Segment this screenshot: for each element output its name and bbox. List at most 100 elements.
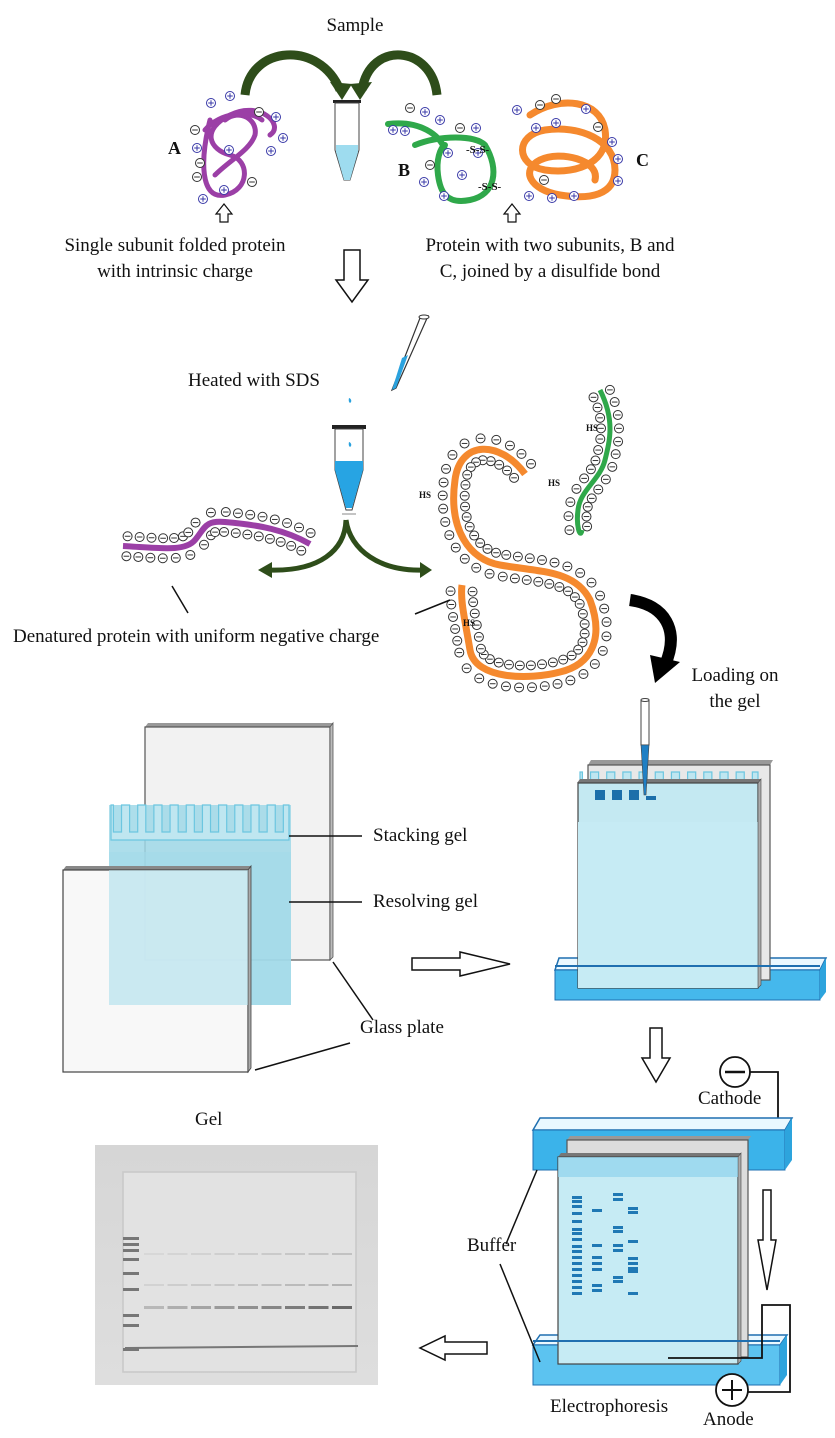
gel-photo bbox=[95, 1145, 378, 1385]
gel-band bbox=[592, 1244, 602, 1247]
negative-charge-icon bbox=[585, 464, 596, 475]
negative-charge-icon bbox=[590, 455, 601, 466]
protein-band bbox=[238, 1253, 258, 1255]
negative-charge-icon bbox=[539, 175, 549, 185]
protein-band bbox=[308, 1306, 329, 1309]
ladder-band bbox=[123, 1237, 139, 1240]
protein-c-label: C bbox=[636, 150, 649, 170]
up-arrow-bc-icon bbox=[502, 203, 522, 223]
negative-charge-icon bbox=[230, 528, 241, 539]
positive-charge-icon bbox=[400, 126, 410, 136]
negative-charge-icon bbox=[494, 459, 505, 470]
denatured-protein-a bbox=[122, 518, 312, 552]
negative-charge-icon bbox=[190, 517, 201, 528]
protein-band bbox=[214, 1306, 235, 1309]
negative-charge-icon bbox=[461, 511, 472, 522]
negative-charge-icon bbox=[581, 511, 592, 522]
negative-charge-icon bbox=[597, 645, 608, 656]
positive-charge-icon bbox=[581, 104, 591, 114]
gel-band bbox=[628, 1207, 638, 1210]
negative-charge-icon bbox=[601, 631, 612, 642]
gel-band bbox=[572, 1232, 582, 1235]
positive-charge-icon bbox=[439, 191, 449, 201]
negative-charge-icon bbox=[459, 553, 470, 564]
positive-charge-icon bbox=[547, 193, 557, 203]
single-subunit-caption-line1: Single subunit folded protein bbox=[64, 235, 286, 256]
negative-charge-icon bbox=[459, 490, 470, 501]
protein-band bbox=[144, 1284, 164, 1286]
negative-charge-icon bbox=[469, 530, 480, 541]
pointer-line-glass-back bbox=[332, 961, 374, 1021]
negative-charge-icon bbox=[579, 473, 590, 484]
protein-c-subunit bbox=[519, 99, 619, 201]
gel-band bbox=[613, 1198, 623, 1201]
gel-band bbox=[613, 1193, 623, 1196]
positive-charge-icon bbox=[278, 133, 288, 143]
gel-band bbox=[628, 1211, 638, 1214]
negative-charge-icon bbox=[563, 586, 574, 597]
electrophoresis-label: Electrophoresis bbox=[550, 1396, 669, 1417]
positive-charge-icon bbox=[473, 148, 483, 158]
gel-band bbox=[572, 1205, 582, 1208]
protein-band bbox=[238, 1284, 258, 1286]
negative-charge-icon bbox=[525, 660, 536, 671]
pointer-line-glass-front bbox=[254, 1042, 351, 1071]
down-arrow-2-icon bbox=[640, 1027, 672, 1084]
gel-band bbox=[628, 1267, 638, 1270]
negative-charge-icon bbox=[157, 553, 168, 564]
loading-pipette-icon bbox=[640, 698, 650, 796]
dye-front-line bbox=[124, 1345, 359, 1349]
negative-charge-icon bbox=[468, 597, 479, 608]
negative-charge-icon bbox=[450, 623, 461, 634]
negative-charge-icon bbox=[210, 527, 221, 538]
gel-band bbox=[628, 1257, 638, 1260]
glass-plate-front bbox=[62, 864, 252, 1074]
hs-label-3: HS bbox=[548, 478, 561, 488]
negative-charge-icon bbox=[183, 527, 194, 538]
sample-label: Sample bbox=[326, 15, 384, 36]
negative-charge-icon bbox=[599, 603, 610, 614]
negative-charge-icon bbox=[547, 657, 558, 668]
ladder-band bbox=[123, 1249, 139, 1252]
negative-charge-icon bbox=[305, 527, 316, 538]
positive-charge-icon bbox=[613, 154, 623, 164]
negative-charge-icon bbox=[535, 100, 545, 110]
negative-charge-icon bbox=[275, 536, 286, 547]
protein-band bbox=[214, 1253, 235, 1255]
negative-charge-icon bbox=[512, 551, 523, 562]
negative-charge-icon bbox=[264, 533, 275, 544]
negative-charge-icon bbox=[444, 530, 455, 541]
negative-charge-icon bbox=[526, 682, 537, 693]
negative-charge-icon bbox=[582, 521, 593, 532]
negative-charge-icon bbox=[459, 438, 470, 449]
negative-charge-icon bbox=[573, 644, 584, 655]
protein-band bbox=[167, 1253, 188, 1255]
negative-charge-icon bbox=[460, 479, 471, 490]
negative-charge-icon bbox=[170, 552, 181, 563]
negative-charge-icon bbox=[539, 681, 550, 692]
positive-charge-icon bbox=[524, 191, 534, 201]
positive-charge-icon bbox=[471, 123, 481, 133]
protein-band bbox=[261, 1284, 282, 1286]
negative-charge-icon bbox=[122, 531, 133, 542]
negative-charge-icon bbox=[579, 628, 590, 639]
hs-label-4: HS bbox=[463, 618, 476, 628]
positive-charge-icon bbox=[613, 176, 623, 186]
negative-charge-icon bbox=[509, 573, 520, 584]
negative-charge-icon bbox=[562, 561, 573, 572]
negative-charge-icon bbox=[593, 122, 603, 132]
protein-a-folded bbox=[201, 107, 277, 198]
negative-charge-icon bbox=[205, 507, 216, 518]
negative-charge-icon bbox=[405, 103, 415, 113]
negative-charge-icon bbox=[514, 660, 525, 671]
protein-band bbox=[144, 1306, 164, 1309]
negative-charge-icon bbox=[471, 562, 482, 573]
negative-charge-icon bbox=[146, 532, 157, 543]
negative-charge-icon bbox=[475, 538, 486, 549]
negative-charge-icon bbox=[600, 474, 611, 485]
ladder-band bbox=[123, 1348, 139, 1351]
negative-charge-icon bbox=[269, 514, 280, 525]
gel-band bbox=[628, 1262, 638, 1265]
protein-band bbox=[167, 1284, 188, 1286]
negative-charge-icon bbox=[452, 635, 463, 646]
